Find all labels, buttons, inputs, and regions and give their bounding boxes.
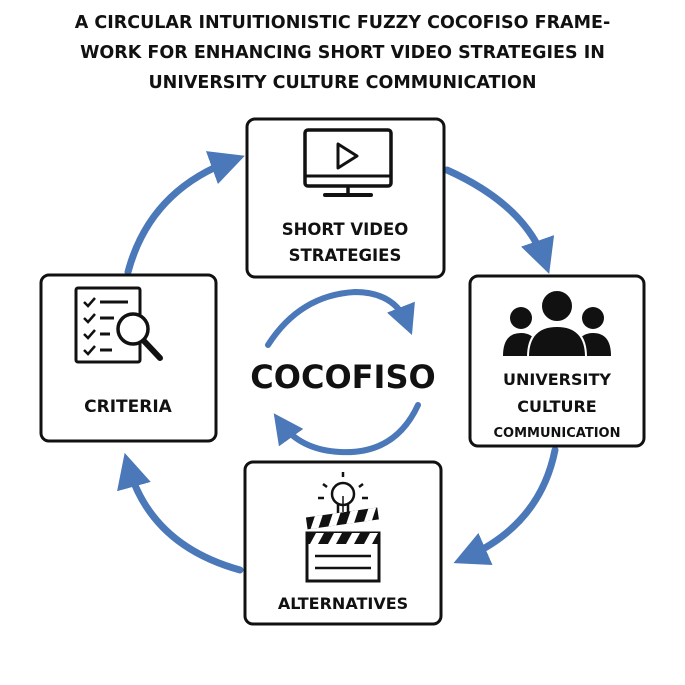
node-criteria: CRITERIA [39,273,218,443]
center-label: COCOFISO [250,358,435,396]
monitor-play-icon [303,128,393,197]
node-short-video-strategies: SHORT VIDEO STRATEGIES [245,117,446,279]
clapperboard-lightbulb-icon [305,472,381,583]
inner-arrow-bottom [273,402,421,456]
node-bottom-line-1: ALTERNATIVES [278,594,408,613]
node-university-culture-communication: UNIVERSITY CULTURE COMMUNICATION [468,274,646,448]
inner-arrow-top [265,288,415,348]
node-right-line-3: COMMUNICATION [494,426,621,441]
node-alternatives: ALTERNATIVES [243,460,443,626]
checklist-magnifier-icon [74,286,163,364]
arrow-bottom-to-left [117,452,244,574]
arrow-left-to-top [124,151,245,276]
node-left-line-1: CRITERIA [84,397,173,417]
node-right-line-1: UNIVERSITY [503,370,611,389]
title-line-1: A CIRCULAR INTUITIONISTIC FUZZY COCOFISO… [74,13,611,33]
node-top-line-1: SHORT VIDEO [282,220,409,239]
title-line-3: UNIVERSITY CULTURE COMMUNICATION [148,73,537,93]
arrow-right-to-bottom [453,446,559,565]
arrow-top-to-right [443,166,555,274]
node-top-line-2: STRATEGIES [289,246,402,265]
people-group-icon [503,289,611,358]
title-line-2: WORK FOR ENHANCING SHORT VIDEO STRATEGIE… [80,43,605,63]
diagram-title: A CIRCULAR INTUITIONISTIC FUZZY COCOFISO… [0,8,685,98]
node-right-line-2: CULTURE [517,397,596,416]
